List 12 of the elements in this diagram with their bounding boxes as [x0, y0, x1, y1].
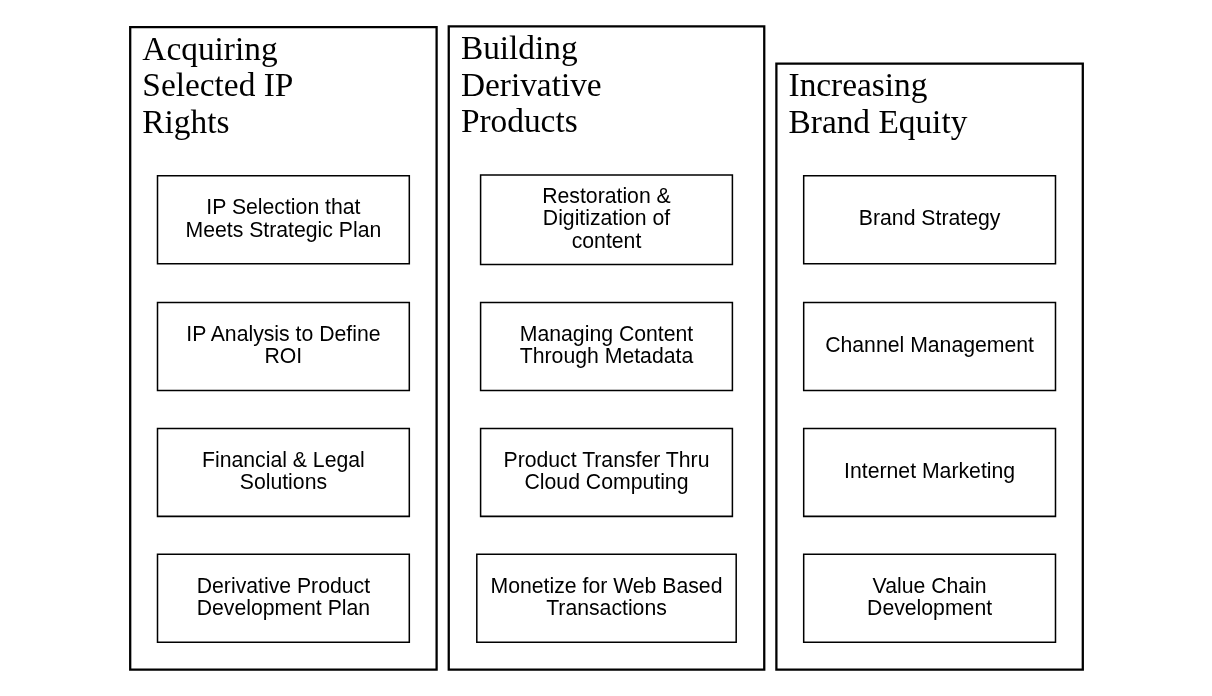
node-box: Internet Marketing	[802, 427, 1056, 518]
node-box: Value Chain Development	[802, 553, 1056, 644]
node-box: Monetize for Web Based Transactions	[475, 553, 737, 644]
node-box: Managing Content Through Metadata	[479, 301, 733, 392]
node-box: Restoration & Digitization of content	[479, 174, 733, 266]
node-box: Product Transfer Thru Cloud Computing	[479, 427, 733, 518]
node-box: Financial & Legal Solutions	[156, 427, 410, 518]
node-box: Channel Management	[802, 301, 1056, 392]
node-box: IP Analysis to Define ROI	[156, 301, 410, 392]
node-box: Derivative Product Development Plan	[156, 553, 410, 644]
node-box: Brand Strategy	[802, 175, 1056, 265]
node-box: IP Selection that Meets Strategic Plan	[156, 175, 410, 265]
